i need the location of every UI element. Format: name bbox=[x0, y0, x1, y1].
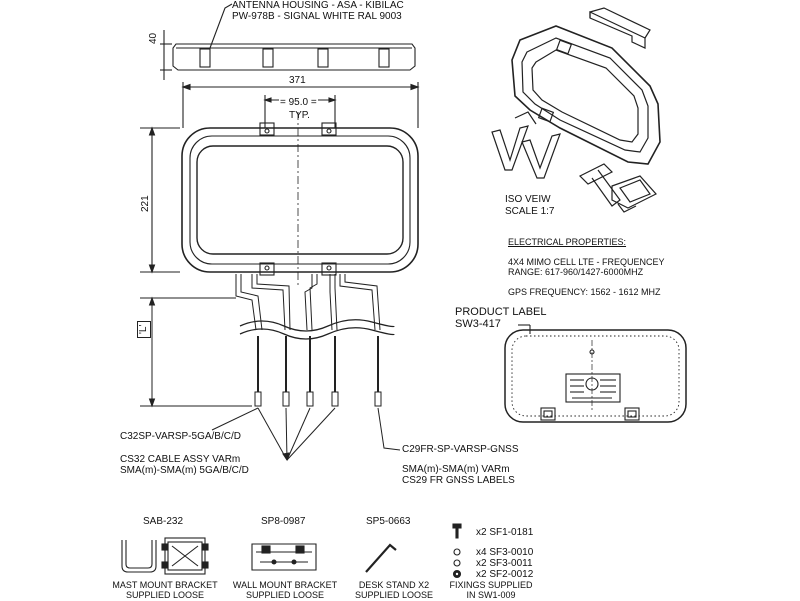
iso-view bbox=[491, 7, 661, 213]
dimension-height-221: 221 bbox=[140, 195, 151, 212]
desk-stand-code: SP5-0663 bbox=[366, 516, 411, 527]
wall-mount-bracket-drawing bbox=[251, 543, 317, 571]
width-dimension bbox=[181, 82, 420, 128]
cable-cs32-line-1: CS32 CABLE ASSY VARm bbox=[120, 454, 241, 465]
fixing-sf3-0011: x2 SF3-0011 bbox=[476, 558, 533, 569]
cable-assembly bbox=[140, 274, 401, 462]
fixing-sf3-0010: x4 SF3-0010 bbox=[476, 547, 534, 558]
fixing-sf2-0012: x2 SF2-0012 bbox=[476, 569, 534, 580]
housing-material: PW-978B - SIGNAL WHITE RAL 9003 bbox=[232, 11, 402, 22]
dimension-spacing-note: TYP. bbox=[289, 110, 310, 121]
wall-bracket-caption-2: SUPPLIED LOOSE bbox=[245, 590, 325, 600]
wall-bracket-caption-1: WALL MOUNT BRACKET bbox=[232, 580, 338, 590]
mast-bracket-caption-2: SUPPLIED LOOSE bbox=[125, 590, 205, 600]
desk-stand-caption-1: DESK STAND X2 bbox=[358, 580, 430, 590]
desk-stand-caption-2: SUPPLIED LOOSE bbox=[354, 590, 434, 600]
dimension-width-371: 371 bbox=[289, 75, 306, 86]
iso-view-title: ISO VEIW bbox=[505, 194, 551, 205]
fixings-caption-2: IN SW1-009 bbox=[466, 590, 516, 600]
mast-bracket-caption-1: MAST MOUNT BRACKET bbox=[112, 580, 218, 590]
cable-c29-label: C29FR-SP-VARSP-GNSS bbox=[402, 444, 519, 455]
cable-sma-line-1: SMA(m)-SMA(m) VARm bbox=[402, 464, 510, 475]
fixing-sf1-0181: x2 SF1-0181 bbox=[476, 527, 534, 538]
product-label-title: PRODUCT LABEL bbox=[455, 306, 547, 318]
electrical-line-3: GPS FREQUENCY: 1562 - 1612 MHZ bbox=[508, 287, 661, 297]
product-label-code: SW3-417 bbox=[455, 318, 501, 330]
cable-c32-label: C32SP-VARSP-5GA/B/C/D bbox=[120, 431, 241, 442]
housing-title: ANTENNA HOUSING - ASA - KIBILAC bbox=[232, 0, 404, 11]
cable-sma-line-2: CS29 FR GNSS LABELS bbox=[402, 475, 515, 486]
electrical-line-1: 4X4 MIMO CELL LTE - FREQUENCEY bbox=[508, 257, 665, 267]
wall-bracket-code: SP8-0987 bbox=[261, 516, 306, 527]
dimension-spacing: = 95.0 = bbox=[279, 97, 318, 108]
desk-stand-drawing bbox=[365, 543, 397, 573]
mast-mount-bracket-drawing bbox=[121, 537, 209, 575]
fixings-caption-1: FIXINGS SUPPLIED bbox=[449, 580, 533, 590]
product-label-view bbox=[504, 324, 687, 423]
dimension-length-L: 'L' bbox=[137, 320, 151, 338]
fixings-drawing bbox=[452, 523, 462, 579]
iso-view-scale: SCALE 1:7 bbox=[505, 206, 555, 217]
electrical-heading: ELECTRICAL PROPERTIES: bbox=[508, 237, 627, 247]
cable-cs32-line-2: SMA(m)-SMA(m) 5GA/B/C/D bbox=[120, 465, 249, 476]
housing-side-view bbox=[160, 3, 416, 80]
electrical-line-2: RANGE: 617-960/1427-6000MHZ bbox=[508, 267, 644, 277]
antenna-front-view bbox=[140, 112, 419, 285]
mast-bracket-code: SAB-232 bbox=[143, 516, 184, 527]
dimension-height-40: 40 bbox=[148, 32, 159, 44]
